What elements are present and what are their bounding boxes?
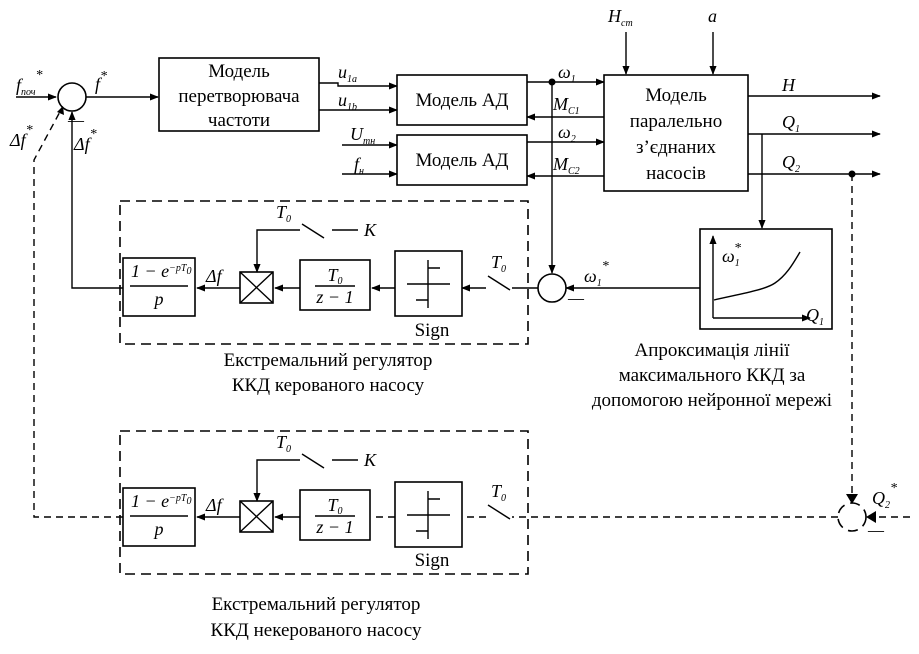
- reg2-switch-right-label: T0: [491, 481, 506, 504]
- motor-model-2: [396, 134, 528, 186]
- reg2-delay-block: [299, 489, 371, 541]
- pumps-block-line1: Модель: [645, 85, 707, 106]
- nn-caption-line3: допомогою нейронної мережі: [592, 390, 832, 411]
- reg2-sign-label: Sign: [415, 550, 450, 571]
- signal-delta-f-star-left: Δf*: [9, 123, 33, 150]
- converter-block: [158, 57, 320, 132]
- reg2-integrator-block: [122, 487, 196, 547]
- reg1-sign-symbol: [407, 260, 450, 308]
- parallel-pumps-block: [603, 74, 749, 192]
- reg1-integrator-block: [122, 257, 196, 317]
- reg1-delta-f: Δf: [205, 266, 225, 286]
- nn-caption-line2: максимального ККД за: [619, 365, 806, 386]
- reg1-caption-line2: ККД керованого насосу: [232, 375, 425, 396]
- signal-Q2-star: Q2*: [872, 481, 897, 511]
- signal-omega1: ω1: [558, 62, 576, 85]
- reg2-switch-right: [487, 504, 511, 520]
- reg1-switch-right: [487, 275, 511, 291]
- reg1-delay-num: T0: [327, 265, 342, 287]
- reg2-integrator-den: p: [153, 519, 164, 539]
- signal-mc2: MC2: [552, 154, 580, 177]
- regulator-2-frame: [119, 430, 529, 575]
- pumps-block-line2: паралельно: [630, 111, 722, 132]
- nn-efficiency-curve: [713, 251, 801, 301]
- pumps-block-line4: насосів: [646, 163, 706, 184]
- reg2-sign-symbol: [407, 491, 450, 539]
- reg2-feedback-dashed-line: [33, 107, 123, 518]
- svg-text:fпоч*: fпоч*: [16, 68, 43, 98]
- converter-block-line2: перетворювача: [178, 86, 300, 107]
- signal-u-tn: Uтн: [350, 124, 375, 147]
- signal-omega1-star: ω1*: [584, 259, 609, 289]
- reg1-delay-den: z − 1: [315, 287, 353, 307]
- reg1-switch-right-label: T0: [491, 252, 506, 275]
- motor-model-1: [396, 74, 528, 126]
- motor-model-1-label: Модель АД: [415, 90, 508, 111]
- signal-Q1: Q1: [782, 112, 800, 135]
- speed-junction-minus: —: [567, 288, 585, 308]
- main-junction-minus: —: [67, 110, 85, 130]
- signal-f-star: f*: [95, 69, 107, 94]
- input-signal-f-start: fпоч*: [16, 68, 43, 98]
- reg2-k-feed-line: [253, 459, 300, 502]
- reg1-feedback-arrow: [68, 111, 123, 289]
- reg1-delay-block: [299, 259, 371, 311]
- reg2-caption-line2: ККД некерованого насосу: [211, 620, 422, 641]
- q2-junction-minus: —: [867, 520, 885, 540]
- nn-caption-line1: Апроксимація лінії: [635, 340, 791, 361]
- reg2-k-label: K: [363, 450, 377, 470]
- converter-block-line3: частоти: [208, 110, 270, 131]
- nn-y-label: ω1*: [722, 241, 741, 269]
- reg1-switch-top-label: T0: [276, 202, 291, 225]
- signal-h-st: Hст: [607, 6, 633, 29]
- reg2-switch-top: [301, 453, 325, 469]
- summing-junction-speed: [537, 273, 567, 303]
- reg1-integrator-den: p: [153, 289, 164, 309]
- q2-star-arrowhead: [866, 511, 876, 523]
- reg2-delta-f: Δf: [205, 495, 225, 515]
- reg1-k-feed-line: [253, 229, 300, 273]
- signal-mc1: MC1: [552, 94, 580, 117]
- reg2-caption-line1: Екстремальний регулятор: [212, 594, 421, 615]
- pumps-block-line3: з’єднаних: [636, 137, 717, 158]
- reg1-integrator-num: 1 − e−pT0: [131, 261, 191, 281]
- reg2-switch-top-label: T0: [276, 432, 291, 455]
- motor-model-2-label: Модель АД: [415, 150, 508, 171]
- signal-Q2: Q2: [782, 152, 800, 175]
- nn-approximation-block: [699, 228, 833, 330]
- signal-u1a: u1a: [338, 62, 357, 85]
- reg1-k-label: K: [363, 220, 377, 240]
- signal-u1b: u1b: [338, 90, 357, 113]
- reg2-delay-den: z − 1: [315, 517, 353, 537]
- reg1-multiplier-cross: [239, 271, 274, 304]
- signal-delta-f-star-mid: Δf*: [73, 127, 97, 154]
- signal-a: a: [708, 6, 717, 26]
- reg1-caption-line1: Екстремальний регулятор: [224, 350, 433, 371]
- converter-block-line1: Модель: [208, 61, 270, 82]
- reg2-integrator-num: 1 − e−pT0: [131, 491, 191, 511]
- q2-branch-arrowhead: [846, 494, 858, 504]
- reg1-switch-top: [301, 223, 325, 239]
- u1a-arrow: [319, 82, 398, 90]
- regulator-1-frame: [119, 200, 529, 345]
- reg2-delay-num: T0: [327, 495, 342, 517]
- signal-omega2: ω2: [558, 122, 576, 145]
- nn-x-label: Q1: [806, 305, 824, 328]
- signal-f-n: fн: [354, 154, 364, 177]
- reg2-feedback-arrowhead: [57, 106, 64, 115]
- reg2-multiplier-cross: [239, 500, 274, 533]
- signal-H: H: [781, 75, 796, 95]
- summing-junction-q2: [837, 502, 867, 532]
- reg1-sign-label: Sign: [415, 320, 450, 341]
